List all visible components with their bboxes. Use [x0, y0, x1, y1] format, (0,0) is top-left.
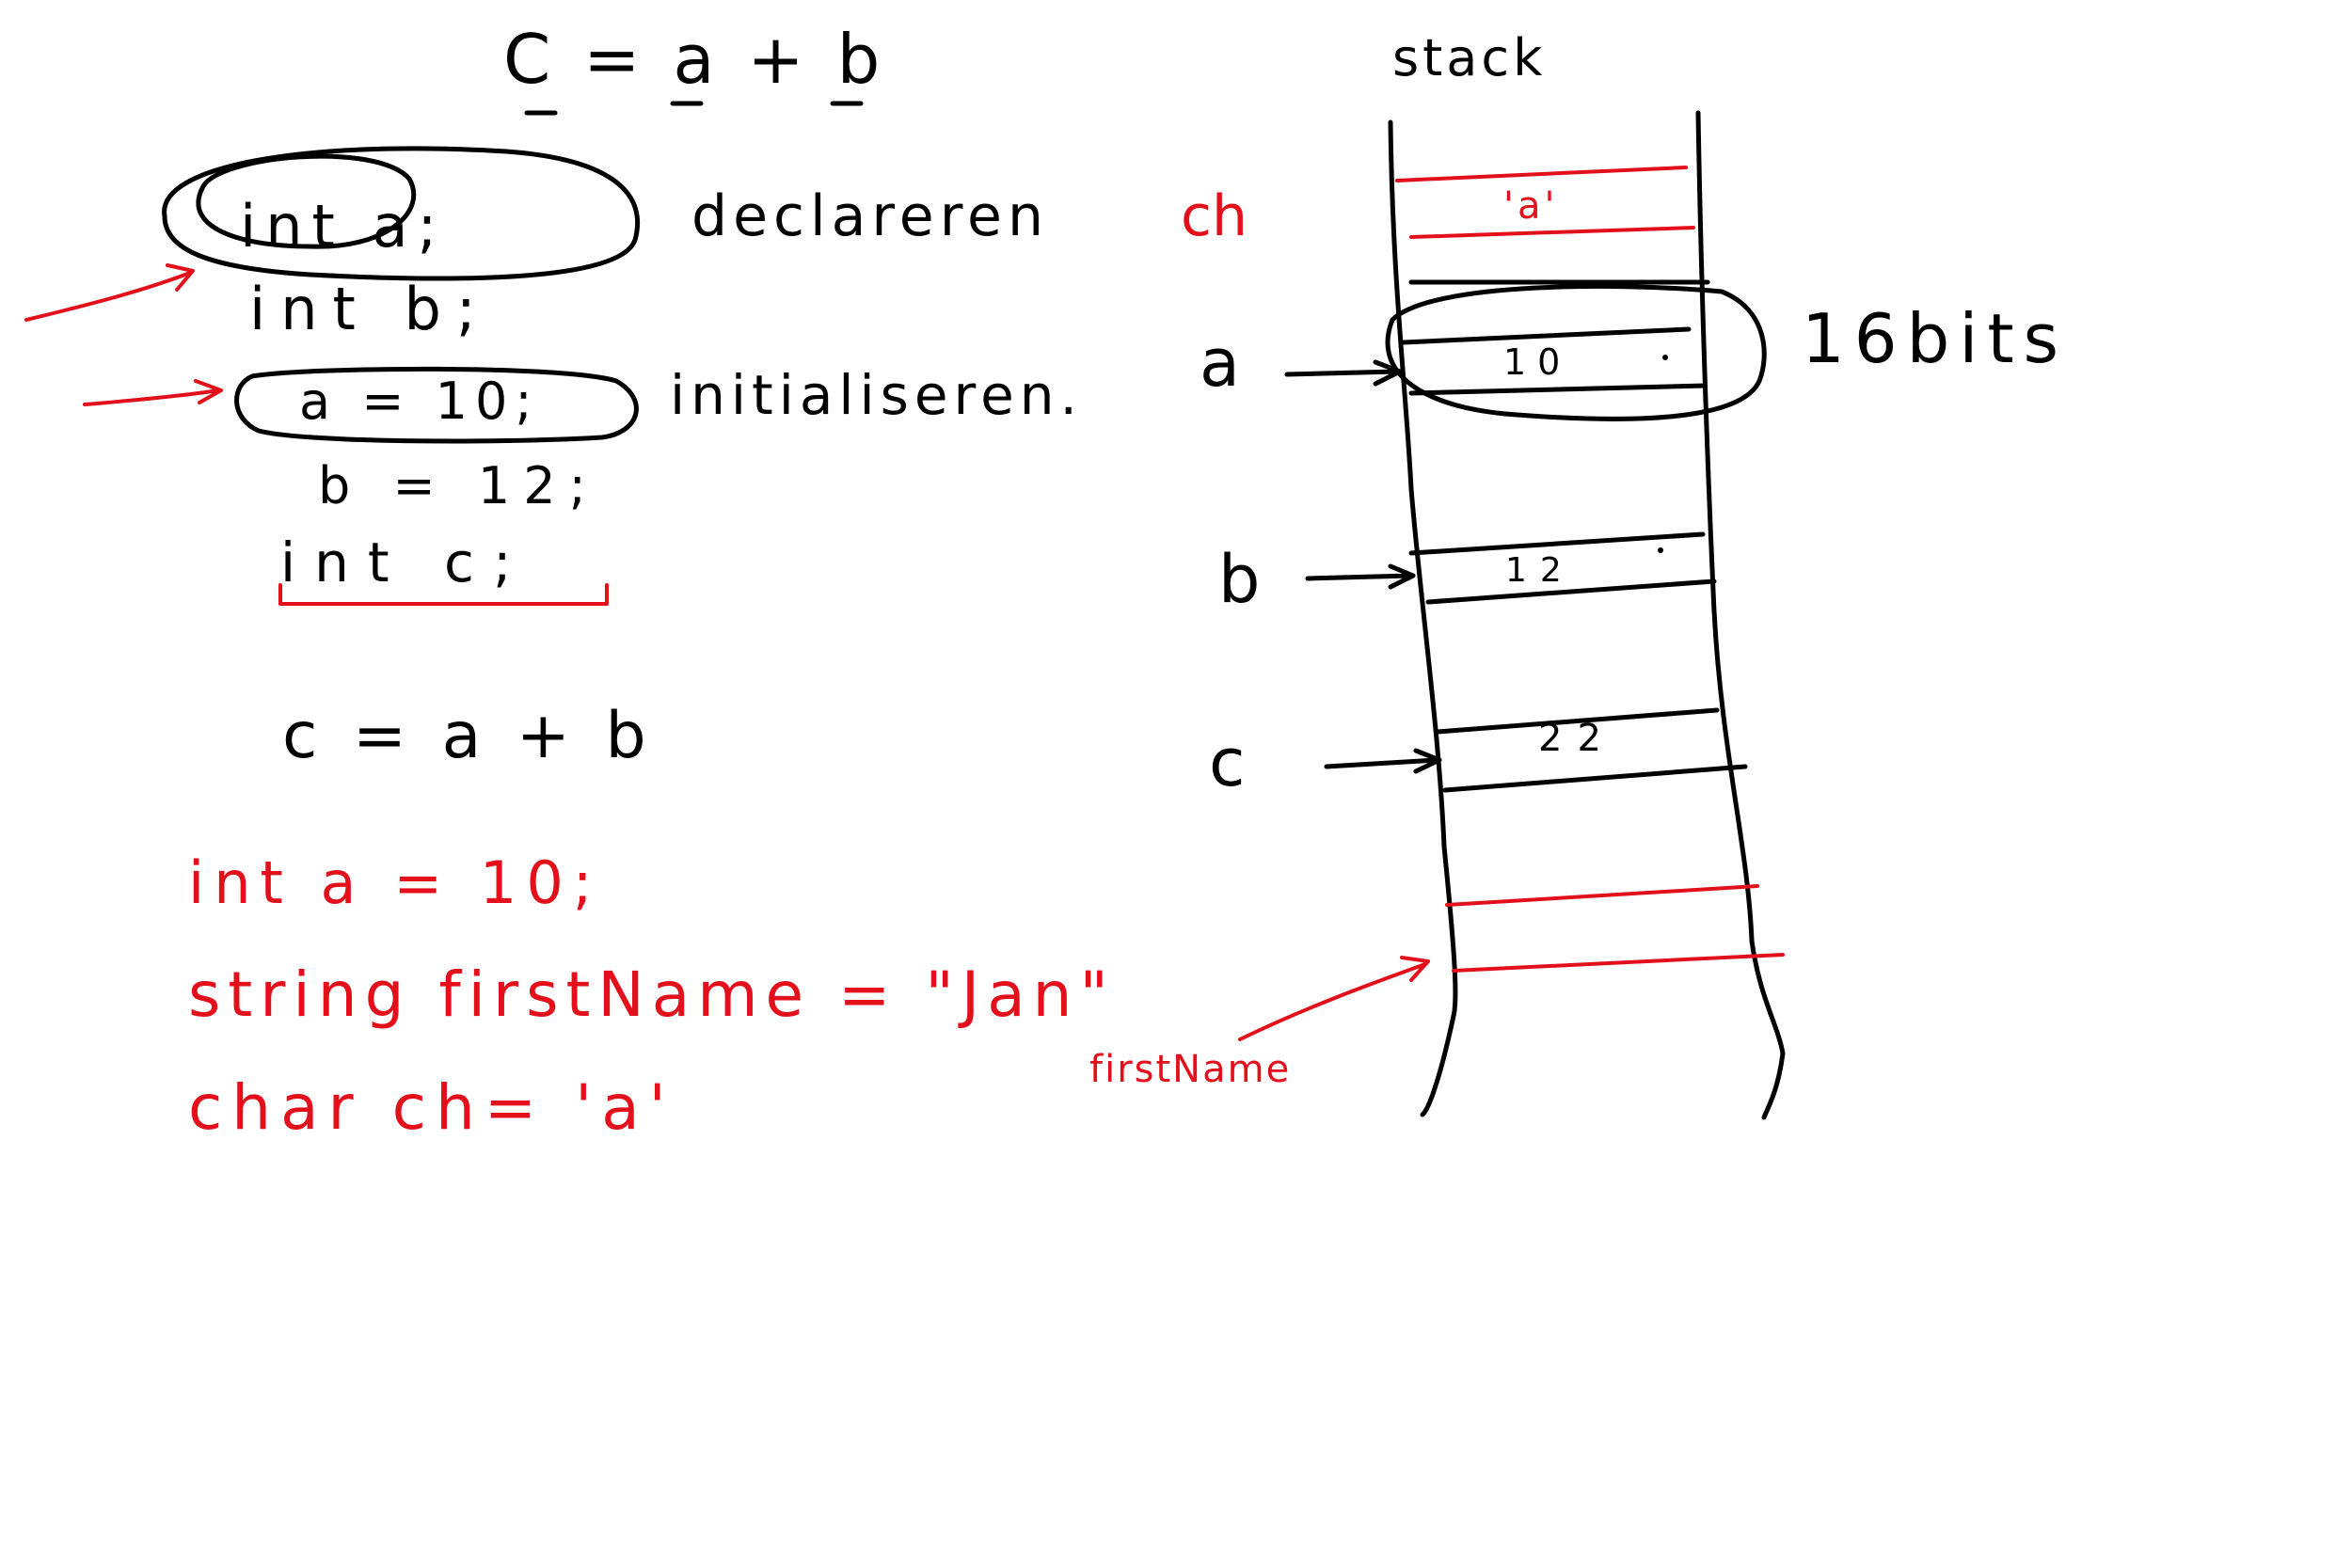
stack-cell-c-arrow [1324, 748, 1442, 774]
stack-red-cell-value: 'a' [1503, 184, 1559, 228]
declare-oval [162, 146, 641, 281]
stack-cell-a-value: 10 [1503, 341, 1571, 383]
firstname-pointer-label: firstName [1089, 1048, 1291, 1091]
stack-cell-b-value: 12 [1505, 551, 1575, 590]
stack-cell-c-value: 22 [1538, 717, 1616, 760]
stack-cell-a-arrow [1284, 359, 1403, 387]
init-oval [234, 366, 639, 444]
red-code-block: int a = 10; string firstName = "Jan" cha… [188, 848, 1116, 1144]
stack-cell-c-bottom [1442, 764, 1748, 793]
stack-diagram: stack 'a' 10 a 16bits 12 b 22 c [1089, 28, 2068, 1120]
stack-red-slot-top [1445, 884, 1759, 907]
stack-cell-c-top [1435, 707, 1720, 735]
init-arrow [83, 379, 223, 406]
declare-c-bracket [278, 583, 609, 606]
top-equation: C = a + b [503, 20, 885, 116]
init-line-a: a = 10; [299, 372, 540, 431]
stack-red-slot-bottom [1452, 953, 1785, 973]
stack-cell-c-label: c [1209, 724, 1246, 801]
stack-cell-a-top [1401, 326, 1692, 345]
init-line-b: b = 12; [318, 456, 599, 515]
init-label: initialiseren. [670, 363, 1083, 427]
red-code-line-2: string firstName = "Jan" [188, 958, 1116, 1031]
stack-cell-a-bottom [1408, 383, 1708, 396]
stack-title: stack [1392, 28, 1546, 87]
stack-cell-b-bottom [1425, 578, 1717, 605]
declare-arrow [24, 263, 195, 322]
firstname-pointer-arrow [1238, 956, 1430, 1041]
stack-red-cell-bottom [1409, 226, 1695, 239]
declare-c: int c; [280, 531, 530, 594]
size-note: 16bits [1802, 299, 2068, 378]
red-code-line-1: int a = 10; [188, 848, 602, 917]
stack-red-cell-top [1395, 166, 1688, 182]
stack-cell-a-oval [1385, 283, 1767, 421]
stack-cell-b-top [1408, 531, 1706, 556]
declare-line-a: int a; [240, 192, 446, 261]
initialisation-block: a = 10; initialiseren. b = 12; int c; [83, 363, 1083, 606]
declare-line-b: int b; [249, 275, 491, 343]
declaration-block: int a; declareren ch int b; [24, 146, 1248, 343]
stack-right-wall [1695, 110, 1786, 1120]
stack-cell-a-label: a [1200, 325, 1240, 402]
declare-label: declareren [691, 183, 1049, 249]
middle-equation: c = a + b [282, 699, 654, 773]
top-equation-text: C = a + b [503, 20, 885, 99]
declare-red-label: ch [1181, 183, 1248, 249]
red-code-line-3: char ch= 'a' [188, 1071, 675, 1144]
stack-cell-b-label: b [1218, 541, 1260, 618]
stack-cell-b-arrow [1305, 563, 1416, 590]
